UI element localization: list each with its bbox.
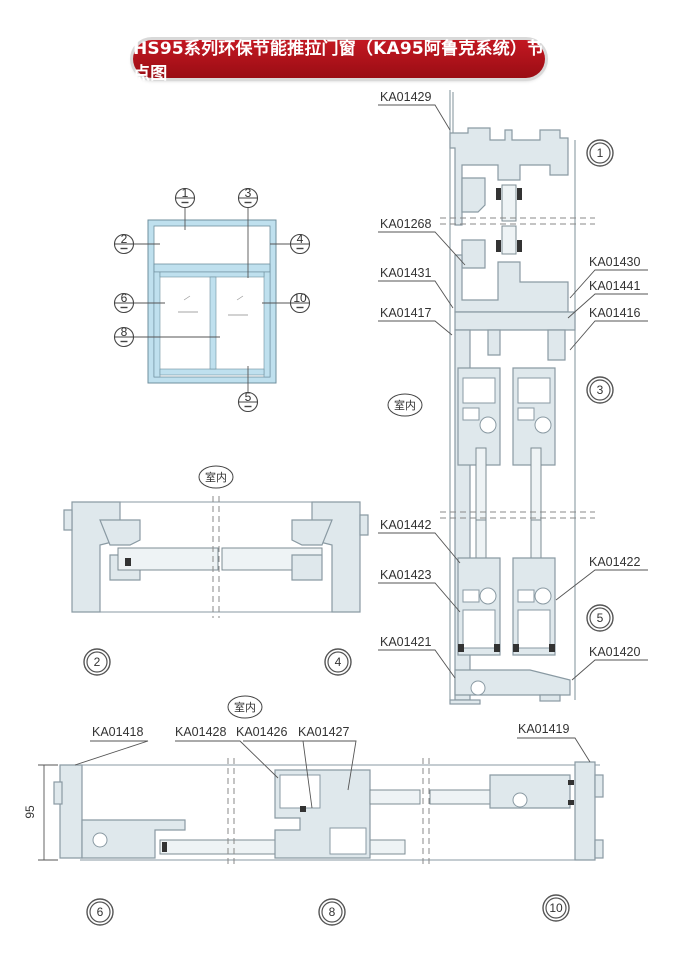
- title-banner: HS95系列环保节能推拉门窗（KA95阿鲁克系统）节点图: [133, 39, 545, 84]
- section-marker-4: 4: [335, 655, 342, 669]
- part-label-ka01441: KA01441: [589, 279, 640, 293]
- part-label-ka01419: KA01419: [518, 722, 569, 736]
- vertical-section: KA01429 KA01268 KA01431 KA01417 KA01430 …: [378, 90, 648, 705]
- indoor-label-horizontal-top: 室内: [205, 470, 227, 484]
- section-marker-5: 5: [597, 611, 604, 625]
- section-marker-10: 10: [549, 901, 563, 915]
- section-marker-6: 6: [97, 905, 104, 919]
- section-marker-8: 8: [329, 905, 336, 919]
- part-label-ka01427: KA01427: [298, 725, 349, 739]
- elevation-marker-6: 6: [121, 291, 128, 305]
- elevation-marker-3: 3: [245, 186, 252, 200]
- part-label-ka01418: KA01418: [92, 725, 143, 739]
- part-label-ka01420: KA01420: [589, 645, 640, 659]
- indoor-label-horizontal-bottom: 室内: [234, 700, 256, 714]
- horizontal-section-2-4: 室内 2 4: [63, 465, 369, 676]
- elevation-marker-1: 1: [182, 186, 189, 200]
- page-title: HS95系列环保节能推拉门窗（KA95阿鲁克系统）节点图: [133, 39, 545, 84]
- window-elevation: 1 2 3 4 5 6 8 10: [113, 186, 311, 413]
- part-label-ka01426: KA01426: [236, 725, 287, 739]
- part-label-ka01431: KA01431: [380, 266, 431, 280]
- dimension-95: 95: [23, 805, 37, 819]
- section-marker-1: 1: [597, 146, 604, 160]
- elevation-marker-10: 10: [293, 291, 307, 305]
- part-label-ka01430: KA01430: [589, 255, 640, 269]
- part-label-ka01423: KA01423: [380, 568, 431, 582]
- section-marker-3: 3: [597, 383, 604, 397]
- elevation-marker-4: 4: [297, 232, 304, 246]
- horizontal-section-6-8-10: 95 KA01418 KA01428 KA01426 KA01427 KA014…: [23, 695, 604, 926]
- part-label-ka01442: KA01442: [380, 518, 431, 532]
- part-label-ka01428: KA01428: [175, 725, 226, 739]
- elevation-marker-8: 8: [121, 325, 128, 339]
- part-label-ka01268: KA01268: [380, 217, 431, 231]
- indoor-label-vertical: 室内: [394, 398, 416, 412]
- elevation-marker-2: 2: [121, 232, 128, 246]
- part-label-ka01416: KA01416: [589, 306, 640, 320]
- elevation-marker-5: 5: [245, 390, 252, 404]
- part-label-ka01429: KA01429: [380, 90, 431, 104]
- part-label-ka01421: KA01421: [380, 635, 431, 649]
- section-marker-2: 2: [94, 655, 101, 669]
- part-label-ka01422: KA01422: [589, 555, 640, 569]
- part-label-ka01417: KA01417: [380, 306, 431, 320]
